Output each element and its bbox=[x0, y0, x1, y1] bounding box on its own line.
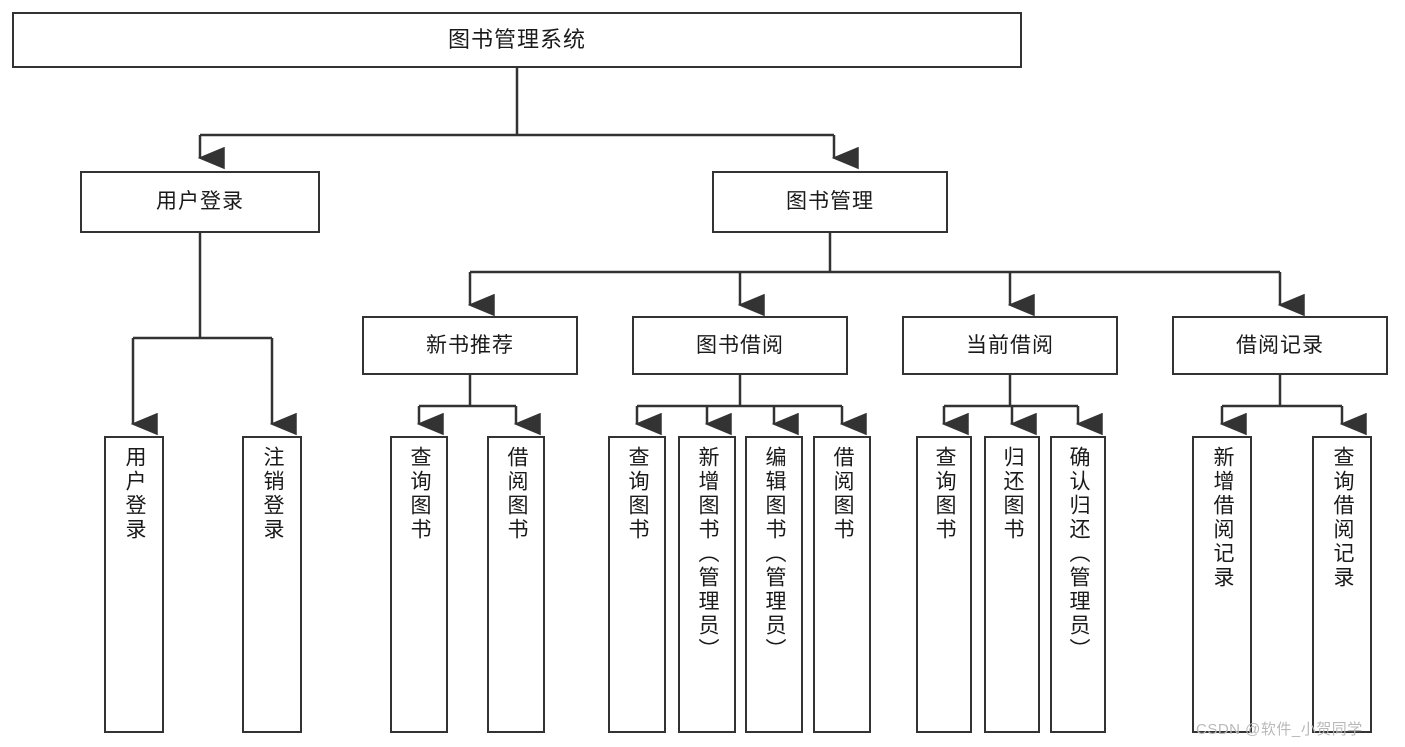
node-current-borrow-label: 当前借阅 bbox=[966, 333, 1054, 357]
node-leaf-logout[interactable]: 注销登录 bbox=[242, 436, 302, 733]
node-leaf-return-book[interactable]: 归还图书 bbox=[984, 436, 1040, 733]
node-new-book-recommend[interactable]: 新书推荐 bbox=[362, 316, 578, 375]
node-root-label: 图书管理系统 bbox=[447, 26, 586, 52]
node-user-login-label: 用户登录 bbox=[156, 190, 244, 214]
node-current-borrow[interactable]: 当前借阅 bbox=[902, 316, 1118, 375]
node-user-login[interactable]: 用户登录 bbox=[80, 171, 320, 233]
node-leaf-query-record[interactable]: 查询借阅记录 bbox=[1312, 436, 1372, 733]
node-leaf-add-book[interactable]: 新增图书（管理员） bbox=[678, 436, 736, 733]
csdn-watermark-text: CSDN @软件_小贺同学 bbox=[1196, 721, 1363, 738]
node-leaf-confirm-return-label: 确认归还（管理员） bbox=[1067, 446, 1091, 662]
node-leaf-query-book-1-label: 查询图书 bbox=[408, 446, 432, 542]
node-borrow-record[interactable]: 借阅记录 bbox=[1172, 316, 1388, 375]
node-leaf-return-book-label: 归还图书 bbox=[1001, 446, 1025, 542]
node-leaf-edit-book-label: 编辑图书（管理员） bbox=[763, 446, 787, 662]
node-root[interactable]: 图书管理系统 bbox=[12, 12, 1022, 68]
node-leaf-logout-label: 注销登录 bbox=[261, 446, 285, 542]
node-new-book-recommend-label: 新书推荐 bbox=[426, 333, 514, 357]
node-borrow-record-label: 借阅记录 bbox=[1236, 333, 1324, 357]
node-leaf-confirm-return[interactable]: 确认归还（管理员） bbox=[1050, 436, 1106, 733]
node-leaf-query-book-2[interactable]: 查询图书 bbox=[608, 436, 666, 733]
node-leaf-query-record-label: 查询借阅记录 bbox=[1331, 446, 1355, 590]
node-leaf-user-login[interactable]: 用户登录 bbox=[104, 436, 164, 733]
node-leaf-query-book-3-label: 查询图书 bbox=[933, 446, 957, 542]
node-leaf-add-record-label: 新增借阅记录 bbox=[1211, 446, 1235, 590]
node-book-borrow-label: 图书借阅 bbox=[696, 333, 784, 357]
node-leaf-query-book-3[interactable]: 查询图书 bbox=[916, 436, 972, 733]
node-leaf-edit-book[interactable]: 编辑图书（管理员） bbox=[745, 436, 803, 733]
csdn-watermark: CSDN @软件_小贺同学 bbox=[1196, 718, 1363, 739]
node-leaf-query-book-1[interactable]: 查询图书 bbox=[390, 436, 448, 733]
node-leaf-borrow-book-1[interactable]: 借阅图书 bbox=[487, 436, 545, 733]
node-leaf-borrow-book-2[interactable]: 借阅图书 bbox=[813, 436, 871, 733]
node-book-manage[interactable]: 图书管理 bbox=[712, 171, 948, 233]
node-leaf-borrow-book-2-label: 借阅图书 bbox=[831, 446, 855, 542]
node-book-manage-label: 图书管理 bbox=[786, 190, 874, 214]
node-leaf-user-login-label: 用户登录 bbox=[123, 446, 147, 542]
node-leaf-add-book-label: 新增图书（管理员） bbox=[696, 446, 720, 662]
node-leaf-query-book-2-label: 查询图书 bbox=[626, 446, 650, 542]
node-book-borrow[interactable]: 图书借阅 bbox=[632, 316, 848, 375]
node-leaf-add-record[interactable]: 新增借阅记录 bbox=[1192, 436, 1252, 733]
node-leaf-borrow-book-1-label: 借阅图书 bbox=[505, 446, 529, 542]
